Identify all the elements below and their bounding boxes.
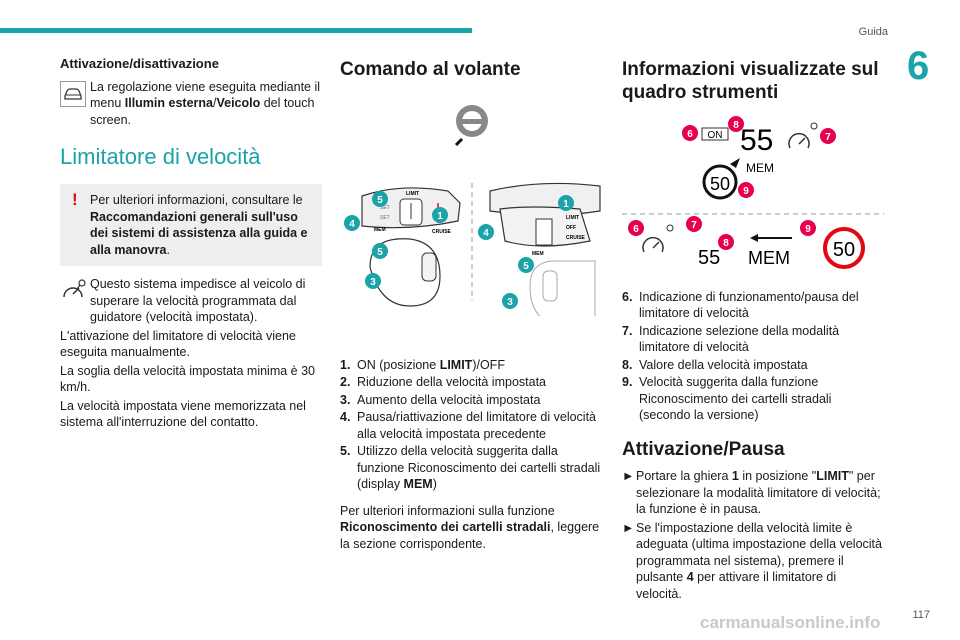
- list-item: 8.Valore della velocità impostata: [622, 357, 808, 372]
- warning-icon: !: [72, 190, 78, 209]
- list-item: 2.Riduzione della velocità impostata: [340, 375, 546, 389]
- speedometer-icon: [60, 278, 86, 304]
- speedometer-icon: [788, 122, 818, 149]
- paragraph-lighting-menu: La regolazione viene eseguita mediante i…: [60, 79, 322, 129]
- header-accent-bar: [0, 28, 472, 33]
- svg-text:9: 9: [805, 224, 811, 235]
- svg-text:4: 4: [483, 228, 489, 239]
- svg-text:5: 5: [377, 247, 383, 258]
- svg-text:55: 55: [740, 124, 773, 157]
- svg-text:SET: SET: [380, 205, 390, 211]
- column-middle: Comando al volante MEM SET SET MEM: [340, 52, 605, 552]
- steering-wheel-icon: [454, 105, 488, 147]
- section-heading-activation: Attivazione/disattivazione: [60, 56, 219, 71]
- svg-text:LIMIT: LIMIT: [406, 191, 419, 197]
- svg-text:6: 6: [633, 224, 639, 235]
- svg-text:3: 3: [370, 277, 376, 288]
- speedometer-icon: [642, 224, 674, 253]
- svg-text:MEM: MEM: [532, 251, 544, 257]
- svg-text:ON: ON: [708, 130, 723, 141]
- arrow-right-icon: ►: [622, 520, 635, 535]
- watermark: carmanualsonline.info: [700, 613, 881, 632]
- list-item: 5.Utilizzo della velocità suggerita dall…: [340, 444, 601, 491]
- paragraph-sign-recognition: Per ulteriori informazioni sulla funzion…: [340, 503, 600, 551]
- page-number: 117: [912, 609, 930, 621]
- column-left: Attivazione/disattivazione La regolazion…: [60, 52, 322, 431]
- list-item: 7.Indicazione selezione della modalità l…: [622, 323, 840, 355]
- svg-text:MEM: MEM: [748, 248, 790, 268]
- svg-text:8: 8: [733, 120, 739, 131]
- svg-text:5: 5: [377, 195, 383, 206]
- right-stalk-illustration: LIMIT OFF CRUISE MEM: [489, 182, 601, 327]
- svg-text:50: 50: [710, 174, 730, 194]
- svg-text:4: 4: [349, 219, 355, 230]
- controls-list: 1.ON (posizione LIMIT)/OFF 2.Riduzione d…: [340, 357, 605, 493]
- list-item: 1.ON (posizione LIMIT)/OFF: [340, 357, 505, 372]
- column-right: Informazioni visualizzate sul quadro str…: [622, 52, 884, 604]
- paragraph-speed-limiter: Questo sistema impedisce al veicolo di s…: [60, 276, 322, 326]
- paragraph-memorized-speed: La velocità impostata viene memorizzata …: [60, 398, 306, 430]
- svg-text:1: 1: [563, 199, 569, 210]
- svg-text:5: 5: [523, 261, 529, 272]
- steering-control-figure: MEM SET SET MEM LIMIT CRUISE LIMIT OFF C…: [340, 91, 605, 342]
- svg-text:8: 8: [723, 238, 729, 249]
- svg-text:OFF: OFF: [566, 225, 576, 231]
- svg-text:SET: SET: [380, 215, 390, 221]
- paragraph-minimum-speed: La soglia della velocità impostata minim…: [60, 363, 315, 395]
- chapter-label: Guida: [858, 26, 888, 38]
- instrument-panel-figure: ON 55 MEM 50 55 MEM 50: [622, 114, 884, 279]
- section-title-activation-pause: Attivazione/Pausa: [622, 438, 785, 460]
- svg-text:55: 55: [698, 247, 720, 269]
- arrow-right-icon: ►: [622, 469, 635, 483]
- svg-text:CRUISE: CRUISE: [432, 229, 452, 235]
- svg-text:50: 50: [833, 239, 855, 261]
- svg-text:LIMIT: LIMIT: [566, 215, 579, 221]
- step-activate-limiter: ► Se l'impostazione della velocità limit…: [622, 520, 882, 601]
- svg-text:CRUISE: CRUISE: [566, 235, 586, 241]
- list-item: 9.Velocità suggerita dalla funzione Rico…: [622, 375, 832, 422]
- indicators-list: 6.Indicazione di funzionamento/pausa del…: [622, 289, 884, 424]
- paragraph-manual-activation: L'attivazione del limitatore di velocità…: [60, 328, 296, 360]
- list-item: 3.Aumento della velocità impostata: [340, 392, 541, 407]
- list-item: 6.Indicazione di funzionamento/pausa del…: [622, 289, 859, 321]
- section-title-steering-control: Comando al volante: [340, 59, 521, 80]
- svg-text:MEM: MEM: [374, 227, 386, 233]
- list-item: 4.Pausa/riattivazione del limitatore di …: [340, 410, 597, 441]
- svg-text:MEM: MEM: [746, 161, 774, 175]
- svg-text:7: 7: [825, 132, 831, 143]
- svg-text:1: 1: [437, 211, 443, 222]
- svg-text:7: 7: [691, 220, 697, 231]
- svg-text:3: 3: [507, 297, 513, 308]
- car-icon: [60, 80, 86, 107]
- svg-text:9: 9: [743, 186, 749, 197]
- section-title-dashboard-info: Informazioni visualizzate sul quadro str…: [622, 59, 879, 103]
- warning-box: ! Per ulteriori informazioni, consultare…: [60, 184, 322, 266]
- section-title-speed-limiter: Limitatore di velocità: [60, 144, 261, 169]
- step-select-limit: ► Portare la ghiera 1 in posizione "LIMI…: [622, 469, 881, 516]
- chapter-number: 6: [907, 44, 930, 88]
- svg-text:6: 6: [687, 129, 693, 140]
